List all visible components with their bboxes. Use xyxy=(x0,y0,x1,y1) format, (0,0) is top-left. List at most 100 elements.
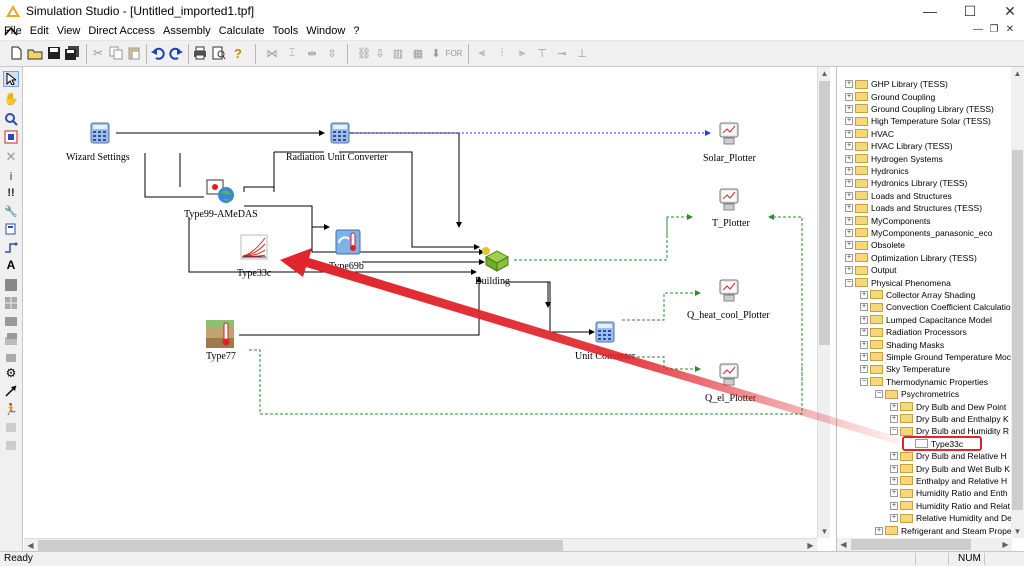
psychro-chart-icon[interactable] xyxy=(240,234,268,263)
print-preview-icon[interactable] xyxy=(211,45,227,61)
tree-folder-item[interactable]: +Dry Bulb and Relative H xyxy=(890,450,1007,462)
move-down-icon[interactable]: ⇩ xyxy=(375,47,385,60)
tree-folder-item[interactable]: +Sky Temperature xyxy=(860,363,950,375)
open-folder-icon[interactable] xyxy=(27,45,43,61)
document-menu-icon[interactable] xyxy=(4,26,18,37)
tree-folder-item[interactable]: −Psychrometrics xyxy=(875,388,959,400)
exclamation-icon[interactable]: !! xyxy=(7,187,15,199)
column-icon[interactable]: ▥ xyxy=(392,47,404,60)
tree-folder-item[interactable]: +Ground Coupling xyxy=(845,90,935,102)
copy-icon[interactable] xyxy=(108,45,124,61)
collapse-minus-icon[interactable]: − xyxy=(875,390,883,399)
tree-folder-item[interactable]: +Convection Coefficient Calculatio xyxy=(860,301,1011,313)
expand-plus-icon[interactable]: + xyxy=(845,104,853,113)
weather-icon[interactable] xyxy=(206,179,238,208)
expand-plus-icon[interactable]: + xyxy=(890,464,898,473)
align-middle-icon[interactable]: ⊸ xyxy=(557,47,567,60)
tree-folder-item[interactable]: +Shading Masks xyxy=(860,338,944,350)
component-label[interactable]: Wizard Settings xyxy=(66,152,130,163)
distribute-horizontal-icon[interactable]: ⇹ xyxy=(307,47,317,60)
expand-plus-icon[interactable]: + xyxy=(860,328,868,337)
menu-assembly[interactable]: Assembly xyxy=(163,24,211,37)
expand-plus-icon[interactable]: + xyxy=(845,129,853,138)
menu-tools[interactable]: Tools xyxy=(272,24,299,37)
settings-gear-icon[interactable]: ⚙ xyxy=(5,366,17,380)
delete-x-icon[interactable]: ✕ xyxy=(5,149,17,164)
expand-plus-icon[interactable]: + xyxy=(890,501,898,510)
align-top-icon[interactable]: ⊤ xyxy=(537,47,547,60)
save-icon[interactable] xyxy=(46,45,62,61)
tree-folder-item[interactable]: +Dry Bulb and Wet Bulb K xyxy=(890,462,1010,474)
paste-icon[interactable] xyxy=(126,45,142,61)
expand-plus-icon[interactable]: + xyxy=(860,352,868,361)
info-icon[interactable]: i xyxy=(9,171,13,183)
wrench-icon[interactable]: 🔧 xyxy=(4,205,18,218)
macro-icon[interactable] xyxy=(3,277,19,293)
expand-plus-icon[interactable]: + xyxy=(875,526,883,535)
tree-folder-item[interactable]: +Hydronics xyxy=(845,165,909,177)
tree-folder-item[interactable]: +Enthalpy and Relative H xyxy=(890,475,1007,487)
component-icon[interactable] xyxy=(3,349,19,365)
pointer-tool-icon[interactable] xyxy=(3,71,19,87)
distribute-vertical-icon[interactable]: ⇳ xyxy=(327,47,337,60)
plotter-icon[interactable] xyxy=(718,188,740,215)
expand-plus-icon[interactable]: + xyxy=(845,204,853,213)
align-center-icon[interactable]: ⫶ xyxy=(500,46,504,59)
tree-folder-item[interactable]: +MyComponents xyxy=(845,214,931,226)
menu-calculate[interactable]: Calculate xyxy=(218,24,265,37)
expand-plus-icon[interactable]: + xyxy=(845,166,853,175)
expand-plus-icon[interactable]: + xyxy=(845,191,853,200)
plotter-icon[interactable] xyxy=(718,363,740,390)
component-label[interactable]: Type99-AMeDAS xyxy=(184,209,258,220)
menu-edit[interactable]: Edit xyxy=(29,24,49,37)
expand-plus-icon[interactable]: + xyxy=(860,290,868,299)
expand-plus-icon[interactable]: + xyxy=(845,266,853,275)
component-label[interactable]: Radiation Unit Converter xyxy=(286,152,388,163)
tree-horizontal-scrollbar[interactable]: ◀ ▶ xyxy=(837,538,1012,551)
tree-vertical-scrollbar[interactable]: ▲ ▼ xyxy=(1011,67,1024,538)
component-label[interactable]: Q_heat_cool_Plotter xyxy=(687,310,770,321)
tree-folder-item[interactable]: +Hydrogen Systems xyxy=(845,152,943,164)
tree-folder-item[interactable]: +Humidity Ratio and Relat xyxy=(890,500,1010,512)
expand-plus-icon[interactable]: + xyxy=(845,142,853,151)
mdi-restore-icon[interactable]: ❐ xyxy=(989,24,999,35)
expand-plus-icon[interactable]: + xyxy=(860,303,868,312)
help-question-icon[interactable]: ? xyxy=(234,45,242,61)
expand-plus-icon[interactable]: + xyxy=(890,489,898,498)
expand-plus-icon[interactable]: + xyxy=(890,514,898,523)
new-file-icon[interactable] xyxy=(8,45,24,61)
maximize-button[interactable]: ☐ xyxy=(963,2,977,19)
align-vertical-icon[interactable]: ⌶ xyxy=(288,46,296,59)
collapse-minus-icon[interactable]: − xyxy=(890,427,898,436)
tree-folder-item[interactable]: +Loads and Structures (TESS) xyxy=(845,202,982,214)
tree-folder-item[interactable]: +Simple Ground Temperature Moc xyxy=(860,351,1011,363)
plotter-icon[interactable] xyxy=(718,122,740,149)
align-horizontal-icon[interactable]: ⋈ xyxy=(266,47,278,60)
expand-plus-icon[interactable]: + xyxy=(890,414,898,423)
menu-help[interactable]: ? xyxy=(353,24,360,37)
expand-plus-icon[interactable]: + xyxy=(845,154,853,163)
tree-folder-item[interactable]: +GHP Library (TESS) xyxy=(845,78,948,90)
expand-plus-icon[interactable]: + xyxy=(860,365,868,374)
calculator-icon[interactable] xyxy=(595,321,615,346)
tree-folder-item[interactable]: −Physical Phenomena xyxy=(845,276,951,288)
component-tree[interactable]: +GHP Library (TESS)+Ground Coupling+Grou… xyxy=(837,67,1012,538)
expand-plus-icon[interactable]: + xyxy=(890,452,898,461)
assembly-canvas[interactable]: Wizard Settings Radiation Unit Converter… xyxy=(24,67,817,538)
ground-temp-icon[interactable] xyxy=(205,319,235,352)
minimize-button[interactable]: — xyxy=(923,3,937,19)
expand-plus-icon[interactable]: + xyxy=(860,340,868,349)
tree-folder-item[interactable]: +Ground Coupling Library (TESS) xyxy=(845,103,994,115)
tree-folder-item[interactable]: +Output xyxy=(845,264,897,276)
tree-folder-item[interactable]: +Obsolete xyxy=(845,239,905,251)
tree-folder-item[interactable]: +Collector Array Shading xyxy=(860,289,975,301)
layer-icon[interactable] xyxy=(3,313,19,329)
link-tool-icon[interactable] xyxy=(3,239,19,255)
component-label[interactable]: Type69b xyxy=(329,261,364,272)
tree-folder-item[interactable]: +HVAC Library (TESS) xyxy=(845,140,953,152)
table-icon[interactable]: ▦ xyxy=(412,47,424,60)
collapse-minus-icon[interactable]: − xyxy=(860,377,868,386)
link-icon[interactable]: ⛓ xyxy=(357,47,371,60)
tree-folder-item[interactable]: +Humidity Ratio and Enth xyxy=(890,487,1008,499)
expand-plus-icon[interactable]: + xyxy=(845,253,853,262)
